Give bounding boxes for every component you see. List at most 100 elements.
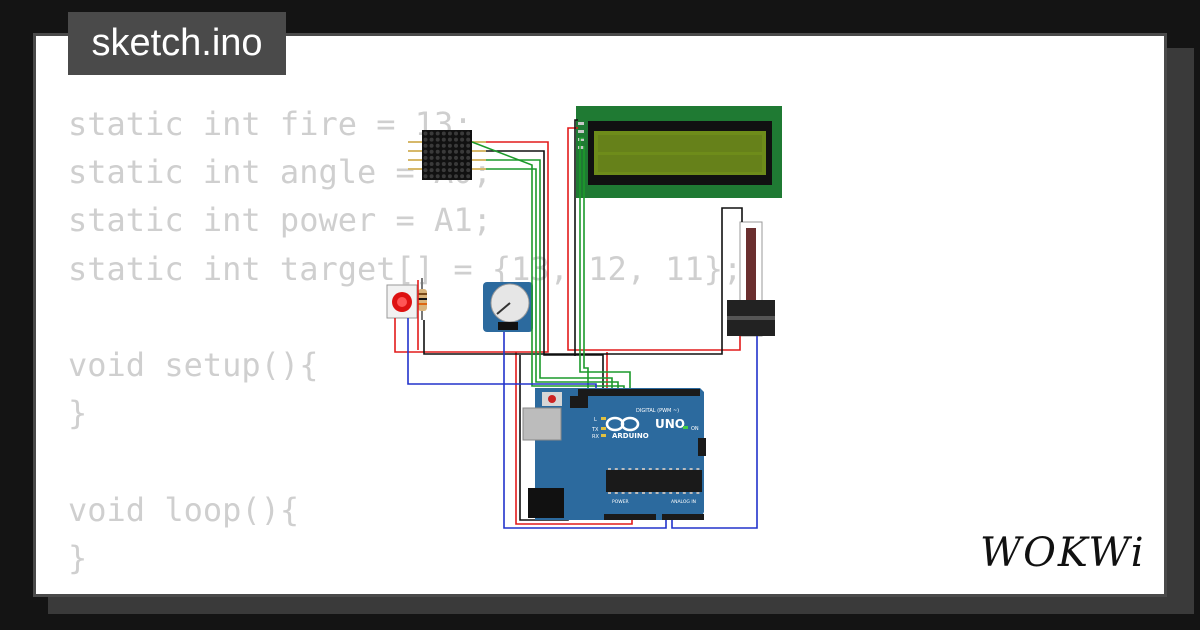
chip-pin (608, 468, 611, 470)
matrix-led (435, 174, 440, 179)
matrix-led (429, 131, 434, 136)
matrix-led (447, 155, 452, 160)
matrix-led (429, 162, 434, 166)
matrix-led (441, 131, 446, 136)
led-rx (601, 434, 606, 437)
chip-pins (608, 468, 700, 494)
chip-pin (689, 492, 693, 494)
matrix-led (441, 155, 446, 160)
matrix-led (454, 143, 458, 148)
led-on (683, 426, 688, 429)
matrix-led (454, 174, 458, 179)
matrix-led (460, 131, 465, 136)
matrix-led (454, 168, 458, 173)
matrix-led (466, 162, 471, 166)
matrix-led (429, 168, 434, 173)
matrix-led (447, 137, 452, 142)
matrix-led (441, 137, 446, 142)
matrix-led (454, 155, 458, 160)
matrix-led (447, 131, 452, 136)
chip-pin (614, 492, 618, 494)
chip-pin (621, 492, 625, 494)
matrix-led (423, 137, 428, 142)
slide-potentiometer[interactable] (727, 221, 775, 337)
tx-label: TX (591, 427, 599, 433)
chip-pin (614, 468, 618, 470)
matrix-led (454, 149, 458, 154)
rx-label: RX (592, 434, 599, 440)
matrix-led (466, 143, 471, 148)
chip-pin (628, 468, 632, 470)
led-matrix[interactable] (408, 130, 486, 180)
matrix-led (435, 143, 440, 148)
matrix-led (460, 137, 465, 142)
matrix-led (441, 174, 446, 179)
matrix-led (460, 174, 465, 179)
board-model: UNO (655, 417, 685, 431)
matrix-led (429, 155, 434, 160)
chip-pin (676, 492, 679, 494)
matrix-led (423, 143, 428, 148)
matrix-led (423, 155, 428, 160)
chip-pin (669, 492, 673, 494)
matrix-led (466, 149, 471, 154)
chip-pin (628, 492, 632, 494)
l-label: L (594, 417, 597, 423)
led-matrix-dots (423, 131, 471, 179)
push-button[interactable] (386, 284, 418, 319)
matrix-led (466, 174, 471, 179)
icsp-header (698, 438, 706, 456)
wokwi-logo[interactable]: WOKWi (978, 526, 1150, 576)
matrix-led (447, 168, 452, 173)
matrix-led (460, 168, 465, 173)
chip-pin (662, 468, 666, 470)
wokwi-logo-text: WOKWi (980, 530, 1146, 576)
chip-pin (642, 492, 645, 494)
matrix-led (454, 137, 458, 142)
matrix-led (460, 162, 465, 166)
matrix-led (423, 168, 428, 173)
matrix-led (441, 162, 446, 166)
chip-pin (682, 492, 686, 494)
led-tx (601, 427, 606, 430)
arduino-infinity-icon (605, 416, 640, 432)
matrix-led (441, 143, 446, 148)
arduino-uno-board[interactable]: UNO ARDUINO DIGITAL (PWM ~) POWER ANALOG… (522, 388, 706, 520)
code-line: static int power = A1; (68, 201, 492, 240)
matrix-led (447, 143, 452, 148)
microcontroller-chip (606, 470, 702, 492)
file-name: sketch.ino (91, 22, 263, 64)
reset-button[interactable] (548, 395, 556, 403)
icsp-header-top (570, 396, 588, 408)
chip-pin (669, 468, 673, 470)
resistor (418, 278, 427, 320)
chip-pin (621, 468, 625, 470)
digital-header (578, 389, 700, 396)
chip-pin (648, 492, 652, 494)
code-line: } (68, 394, 88, 433)
chip-pin (608, 492, 611, 494)
code-line: static int target[] = {13, 12, 11}; (68, 249, 743, 288)
analog-header (662, 514, 704, 520)
matrix-led (435, 162, 440, 166)
matrix-led (429, 143, 434, 148)
file-name-tab[interactable]: sketch.ino (68, 12, 286, 75)
chip-pin (655, 468, 659, 470)
chip-pin (696, 468, 700, 470)
rotary-potentiometer[interactable] (483, 282, 533, 332)
matrix-led (466, 155, 471, 160)
lcd-display[interactable] (576, 106, 782, 198)
code-line: static int fire = 13; (68, 105, 473, 143)
chip-pin (676, 468, 679, 470)
matrix-led (447, 162, 452, 166)
code-line: void loop(){ (68, 490, 300, 529)
matrix-led (423, 149, 428, 154)
matrix-led (441, 149, 446, 154)
matrix-led (423, 162, 428, 166)
matrix-led (466, 168, 471, 173)
chip-pin (642, 468, 645, 470)
power-label: POWER (612, 499, 629, 505)
digital-label: DIGITAL (PWM ~) (636, 408, 679, 414)
matrix-led (460, 149, 465, 154)
